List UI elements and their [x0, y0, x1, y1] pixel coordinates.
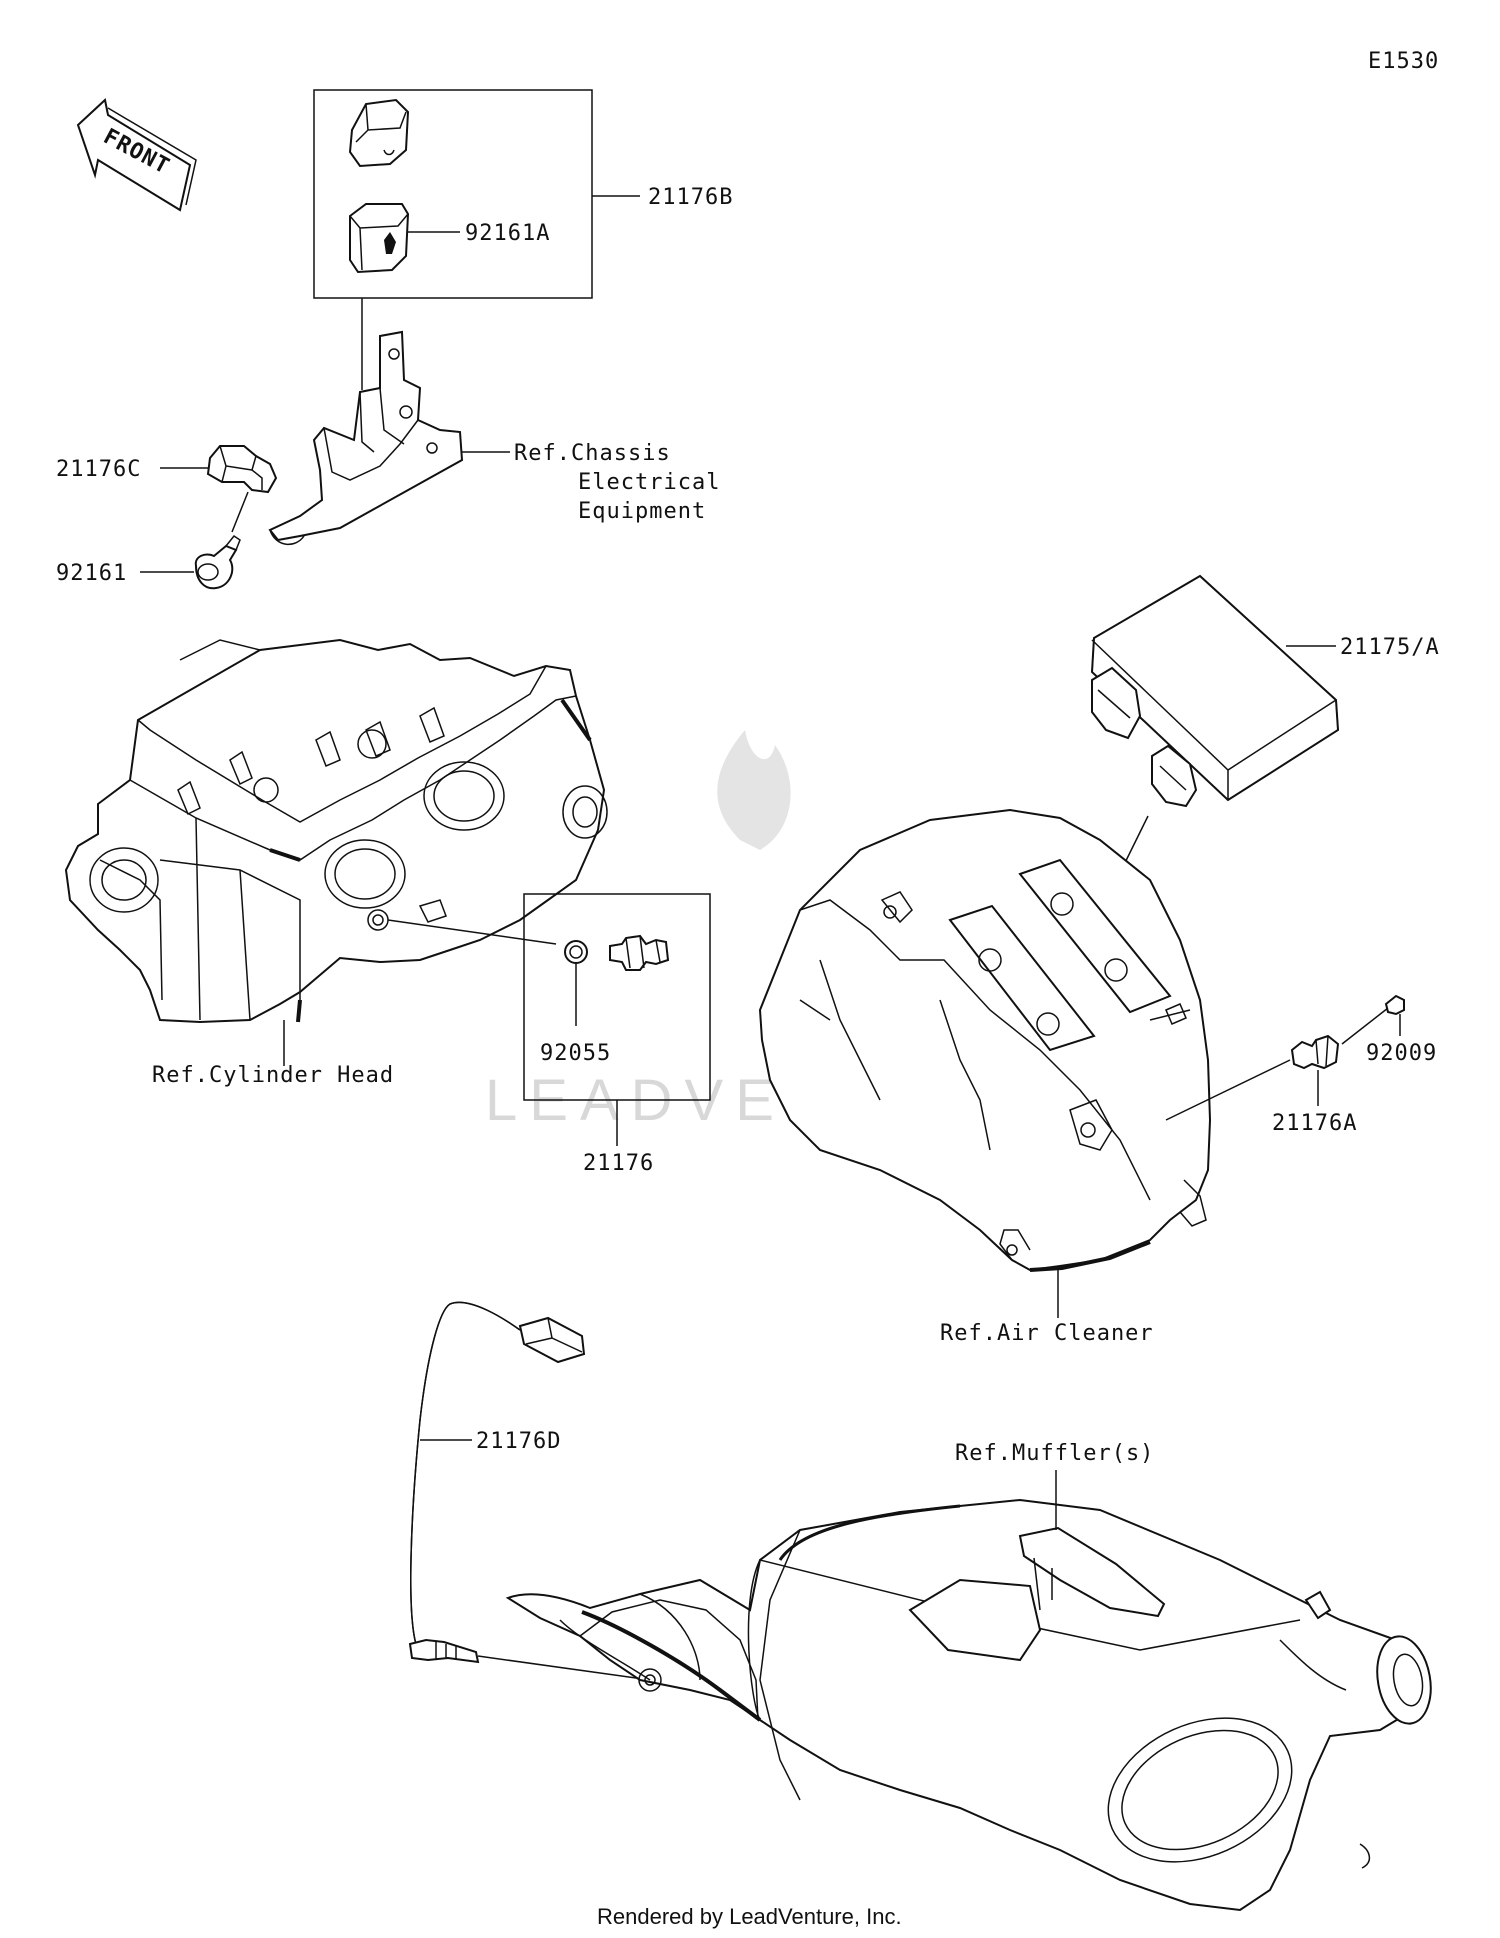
- front-arrow-icon: FRONT: [76, 98, 197, 212]
- chassis-bracket: [268, 330, 464, 545]
- relay-group-box: [313, 89, 593, 299]
- label-21176A: 21176A: [1272, 1111, 1357, 1136]
- label-21176: 21176: [583, 1151, 654, 1176]
- label-ref-mufflers: Ref.Muffler(s): [955, 1441, 1154, 1466]
- ecu-21175A: [1090, 574, 1340, 808]
- cylinder-head: [64, 638, 608, 1024]
- o2-sensor-21176D: [408, 1301, 651, 1681]
- label-ref-air-cleaner: Ref.Air Cleaner: [940, 1321, 1154, 1346]
- relay-92161A: [349, 203, 410, 274]
- label-21176B: 21176B: [648, 185, 733, 210]
- relay-connector: [348, 98, 410, 168]
- label-ref-chassis-1: Ref.Chassis: [514, 441, 671, 466]
- temp-sensor-21176: [609, 934, 670, 971]
- label-92161A: 92161A: [465, 221, 550, 246]
- sensor-21176C: [206, 445, 278, 494]
- part-92161: [194, 534, 241, 590]
- label-92009: 92009: [1366, 1041, 1437, 1066]
- label-21175A: 21175/A: [1340, 635, 1440, 660]
- label-92161: 92161: [56, 561, 127, 586]
- footer-credit: Rendered by LeadVenture, Inc.: [597, 1904, 902, 1929]
- washer-92055: [564, 940, 588, 964]
- muffler: [505, 1498, 1432, 1912]
- sensor-21176A: [1290, 1034, 1340, 1070]
- bolt-92009: [1384, 994, 1405, 1016]
- label-21176C: 21176C: [56, 457, 141, 482]
- label-ref-chassis-3: Equipment: [578, 499, 706, 524]
- diagram-id: E1530: [1368, 49, 1439, 74]
- label-ref-cylinder-head: Ref.Cylinder Head: [152, 1063, 394, 1088]
- air-cleaner: [758, 808, 1212, 1272]
- label-92055: 92055: [540, 1041, 611, 1066]
- label-21176D: 21176D: [476, 1429, 561, 1454]
- label-ref-chassis-2: Electrical: [578, 470, 720, 495]
